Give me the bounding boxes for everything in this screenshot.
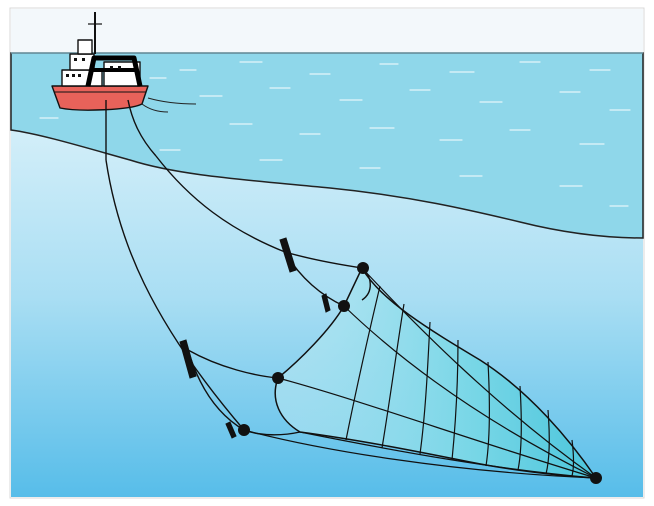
tow-warps bbox=[105, 99, 286, 431]
lower-otter-board bbox=[179, 339, 197, 379]
lower-warp bbox=[105, 159, 245, 431]
upper-otter-board bbox=[279, 237, 297, 273]
lower-depressor bbox=[225, 421, 237, 439]
codend-knot bbox=[590, 472, 602, 484]
sea-surface bbox=[10, 52, 644, 239]
upper-depressor bbox=[321, 293, 331, 313]
ship-hull bbox=[51, 85, 149, 111]
net-mesh bbox=[243, 267, 597, 479]
floats bbox=[238, 262, 602, 484]
ship bbox=[51, 12, 197, 113]
float-top bbox=[357, 262, 369, 274]
float-lower bbox=[272, 372, 284, 384]
float-upper bbox=[338, 300, 350, 312]
otter-boards bbox=[179, 237, 331, 439]
wave-marks bbox=[39, 61, 631, 207]
float-bottom bbox=[238, 424, 250, 436]
upper-warp bbox=[155, 155, 286, 253]
sky bbox=[11, 9, 643, 53]
